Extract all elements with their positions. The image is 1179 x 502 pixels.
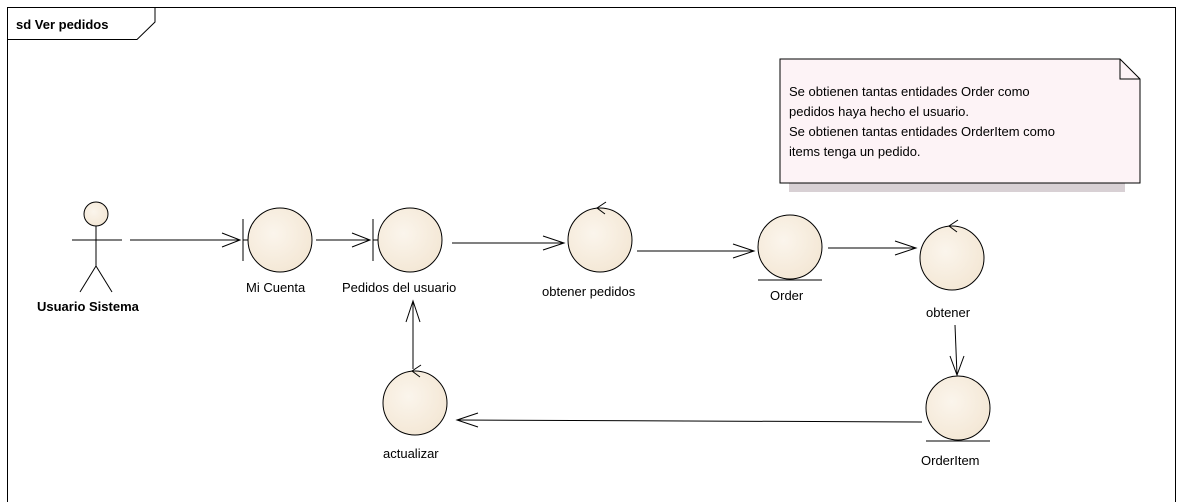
arrow-mi-cuenta-to-pedidos: [316, 232, 372, 248]
label-actualizar: actualizar: [383, 446, 439, 461]
label-obtener: obtener: [926, 305, 971, 320]
boundary-pedidos-del-usuario: Pedidos del usuario: [342, 207, 456, 295]
note-body: [779, 58, 1141, 184]
note-line-3: Se obtienen tantas entidades OrderItem c…: [789, 124, 1055, 139]
frame-title-tab: [7, 7, 156, 40]
label-mi-cuenta: Mi Cuenta: [246, 280, 306, 295]
arrow-obtener-to-orderitem: [949, 324, 965, 377]
arrow-pedidos-to-obtener-pedidos: [452, 235, 566, 251]
actor-head: [83, 201, 109, 227]
connectors: [130, 232, 965, 428]
actor-usuario-sistema: Usuario Sistema: [37, 201, 140, 314]
arrow-actualizar-to-pedidos: [405, 299, 421, 369]
boundary-mi-cuenta: Mi Cuenta: [242, 207, 313, 295]
arrow-order-to-obtener: [828, 240, 918, 256]
note-line-2: pedidos haya hecho el usuario.: [789, 104, 969, 119]
entity-orderitem: OrderItem: [921, 375, 991, 468]
frame-title: sd Ver pedidos: [16, 17, 108, 32]
note-line-4: items tenga un pedido.: [789, 144, 921, 159]
control-actualizar: actualizar: [382, 364, 448, 461]
note-line-1: Se obtienen tantas entidades Order como: [789, 84, 1030, 99]
label-order: Order: [770, 288, 804, 303]
control-obtener-pedidos: obtener pedidos: [542, 201, 636, 299]
entity-order: Order: [757, 214, 823, 303]
arrow-orderitem-to-actualizar: [455, 412, 923, 428]
note: Se obtienen tantas entidades Order como …: [779, 58, 1141, 192]
arrow-actor-to-mi-cuenta: [130, 232, 242, 248]
actor-label: Usuario Sistema: [37, 299, 140, 314]
label-orderitem: OrderItem: [921, 453, 980, 468]
note-fold: [1119, 59, 1140, 80]
label-pedidos-del-usuario: Pedidos del usuario: [342, 280, 456, 295]
control-obtener: obtener: [919, 219, 985, 320]
arrow-obtener-pedidos-to-order: [637, 243, 756, 259]
label-obtener-pedidos: obtener pedidos: [542, 284, 636, 299]
